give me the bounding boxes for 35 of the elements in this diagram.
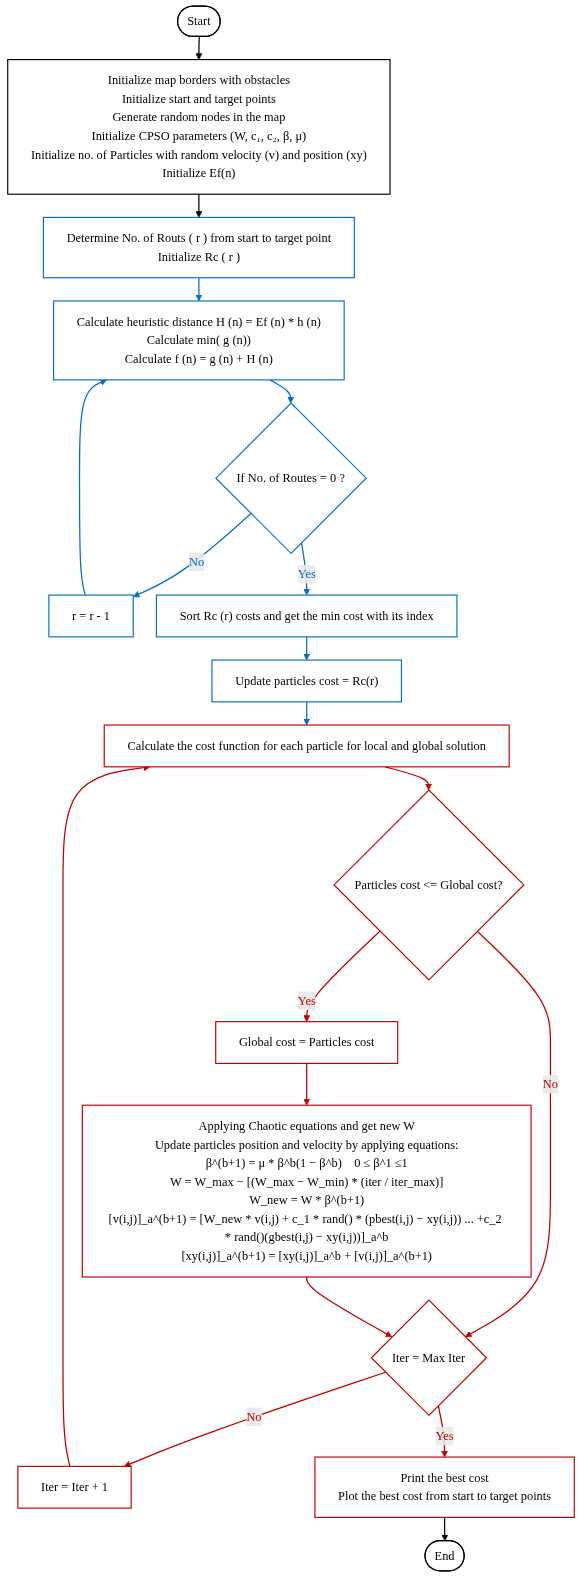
arrow bbox=[195, 193, 203, 218]
arrow bbox=[441, 1516, 449, 1542]
node-box: Iter = Iter + 1 bbox=[17, 1465, 132, 1509]
node-box: Applying Chaotic equations and get new W Update particles position and velocity by applying equations: β^(b+1) = μ * β^b(1 − β^b) 0 ≤ β^1 ≤1 W = W_max − [(W_max − W_min) * (iter / iter_max)] W_new = W * β^(b+1) [v(i,j)]_a^(b+1) = [W_new * v(i,j) + c_1 * rand() * (pbest(i,j) − xy(i,j)) ... +c_2 * rand()(gbest(i,j) − xy(i,j))]_a^b [xy(i,j)]_a^(b+1) = [xy(i,j)]_a^b + [v(i,j)]_a^(b+1) bbox=[81, 1104, 532, 1278]
edge-label: No bbox=[542, 1077, 558, 1091]
node-diamond: If No. of Routes = 0 ? bbox=[215, 402, 367, 555]
arrow bbox=[303, 701, 311, 726]
node-box: r = r - 1 bbox=[48, 594, 134, 638]
node-box: Determine No. of Routs ( r ) from start to target point Initialize Rc ( r ) bbox=[42, 216, 355, 279]
arrow bbox=[132, 512, 252, 598]
node-box: Initialize map borders with obstacles Initialize start and target points Generate random nodes in the map Initialize CPSO parameters (W, c₁, c₂, β, μ) Initialize no. of Particles with random velocity (v) and position (xy) Initialize Ef(n) bbox=[7, 59, 391, 195]
node-box: Print the best cost Plot the best cost from start to target points bbox=[314, 1456, 575, 1518]
edge-label: Yes bbox=[435, 1429, 454, 1443]
arrow bbox=[306, 1276, 393, 1338]
node-box: Global cost = Particles cost bbox=[215, 1021, 399, 1064]
node-box: Update particles cost = Rc(r) bbox=[211, 659, 403, 703]
node-diamond: Particles cost <= Global cost? bbox=[333, 789, 525, 981]
arrow bbox=[303, 636, 311, 661]
arrow bbox=[195, 277, 203, 302]
node-box: Calculate the cost function for each particle for local and global solution bbox=[103, 724, 510, 768]
arrow bbox=[303, 1062, 311, 1106]
arrow bbox=[303, 930, 381, 1022]
arrow bbox=[464, 930, 552, 1338]
arrow bbox=[384, 766, 432, 791]
edge-label: No bbox=[246, 1409, 262, 1423]
edge-label: Yes bbox=[297, 567, 316, 581]
node-diamond: Iter = Max Iter bbox=[370, 1299, 488, 1417]
node-box: Calculate heuristic distance H (n) = Ef (n) * h (n) Calculate min( g (n)) Calculate f (n) = g (n) + H (n) bbox=[53, 300, 345, 381]
edge-label: Yes bbox=[297, 993, 316, 1007]
edge-label: No bbox=[188, 555, 205, 569]
node-box: Sort Rc (r) costs and get the min cost with its index bbox=[155, 594, 458, 638]
arrow bbox=[269, 379, 295, 404]
arrow bbox=[124, 1371, 387, 1468]
arrow bbox=[195, 36, 203, 60]
arrow bbox=[78, 379, 107, 596]
